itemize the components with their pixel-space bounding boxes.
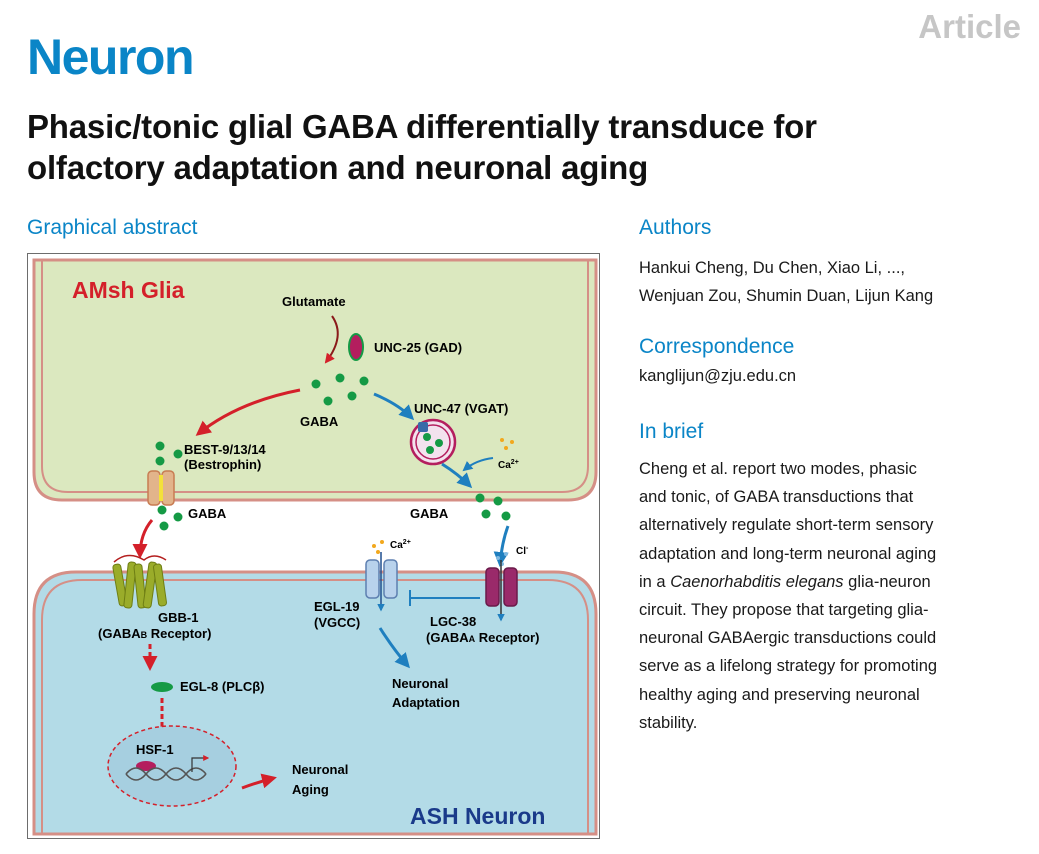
- glutamate-label: Glutamate: [282, 294, 346, 309]
- transcription-start-icon: [191, 755, 210, 772]
- authors-heading: Authors: [639, 216, 712, 239]
- in-brief-line: alternatively regulate short-term sensor…: [639, 516, 934, 535]
- calcium-influx-arrow: [462, 457, 494, 472]
- egl19-name: EGL-19: [314, 599, 360, 614]
- in-brief-line: stability.: [639, 713, 698, 732]
- calcium-symbol: Ca: [498, 460, 511, 471]
- title-line-2: olfactory adaptation and neuronal aging: [27, 149, 649, 186]
- chloride-label: Cl-: [516, 545, 529, 557]
- in-brief-text-segment: in a: [639, 572, 671, 591]
- chloride-symbol: Cl: [516, 546, 526, 557]
- lgc38-name: LGC-38: [430, 614, 476, 629]
- authors-line-1: Hankui Cheng, Du Chen, Xiao Li, ...,: [639, 259, 905, 277]
- gaba-molecules-right: [475, 493, 511, 521]
- authors-line-2: Wenjuan Zou, Shumin Duan, Lijun Kang: [639, 287, 934, 305]
- lgc38-subtitle-part: (GABA: [426, 630, 469, 645]
- bestrophin-channel-icon: [147, 470, 175, 506]
- authors-list: Hankui Cheng, Du Chen, Xiao Li, ..., Wen…: [639, 254, 1029, 310]
- calcium-label-top: Ca2+: [498, 459, 519, 471]
- glutamate-arrow: [324, 315, 339, 364]
- in-brief-heading: In brief: [639, 420, 704, 443]
- calcium-ions-top: [500, 438, 514, 450]
- lgc38-subtitle-sub: A: [469, 634, 476, 644]
- lgc38-subtitle: (GABAA Receptor): [426, 630, 539, 645]
- unc47-label: UNC-47 (VGAT): [414, 401, 508, 416]
- calcium-charge: 2+: [511, 459, 519, 466]
- lgc38-subtitle-part: Receptor): [475, 630, 539, 645]
- gbb1-name: GBB-1: [158, 610, 198, 625]
- in-brief-line: Cheng et al. report two modes, phasic: [639, 460, 917, 478]
- gad-enzyme-icon: [348, 333, 364, 361]
- correspondence-heading: Correspondence: [639, 335, 795, 358]
- synaptic-vesicle-icon: [409, 418, 457, 466]
- in-brief-text: Cheng et al. report two modes, phasic an…: [639, 455, 1029, 737]
- calcium-label-channel: Ca2+: [390, 539, 411, 551]
- aging-arrow: [241, 773, 277, 790]
- hsf1-label: HSF-1: [136, 742, 174, 757]
- egl19-channel-icon: [365, 552, 398, 612]
- phasic-release-arrow: [195, 388, 301, 436]
- aging-line-1: Neuronal: [292, 762, 348, 777]
- hsf1-icon: [136, 761, 156, 771]
- aging-line-2: Aging: [292, 782, 329, 797]
- egl8-icon: [151, 682, 173, 692]
- vesicle-release-arrow: [441, 462, 473, 489]
- vesicle-loading-arrow: [373, 392, 415, 421]
- glia-label: AMsh Glia: [72, 277, 185, 303]
- chloride-charge: -: [526, 545, 529, 552]
- gaba-label-right: GABA: [410, 506, 449, 521]
- bestrophin-name: BEST-9/13/14: [184, 442, 266, 457]
- in-brief-line: serve as a lifelong strategy for promoti…: [639, 657, 938, 676]
- gaba-to-lgc38-arrow: [493, 525, 510, 567]
- gaba-molecules-left: [155, 441, 183, 466]
- calcium-charge: 2+: [403, 539, 411, 546]
- nucleus: [107, 725, 237, 807]
- in-brief-line: and tonic, of GABA transductions that: [639, 488, 914, 507]
- journal-name: Neuron: [27, 29, 195, 85]
- adaptation-line-1: Neuronal: [392, 676, 448, 691]
- unc25-label: UNC-25 (GAD): [374, 340, 462, 355]
- gaba-label-center: GABA: [300, 414, 339, 429]
- article-type-label: Article: [918, 8, 1021, 45]
- in-brief-line: in a Caenorhabditis elegans glia-neuron: [639, 568, 1029, 596]
- neuron-label: ASH Neuron: [410, 803, 545, 829]
- bestrophin-subtitle: (Bestrophin): [184, 457, 261, 472]
- calcium-symbol: Ca: [390, 540, 403, 551]
- egl19-subtitle: (VGCC): [314, 615, 360, 630]
- gbb1-subtitle-sub: B: [141, 630, 148, 640]
- graphical-abstract-heading: Graphical abstract: [27, 216, 198, 239]
- gbb1-subtitle-part: Receptor): [147, 626, 211, 641]
- graphical-abstract-diagram: AMsh Glia ASH Neuron Glutamate UNC-25 (G…: [32, 258, 598, 836]
- in-brief-line: adaptation and long-term neuronal aging: [639, 544, 937, 563]
- egl8-label: EGL-8 (PLCβ): [180, 679, 265, 694]
- lgc38-channel-icon: [485, 560, 518, 622]
- paper-title: Phasic/tonic glial GABA differentially t…: [27, 106, 1017, 188]
- gbb1-subtitle-part: (GABA: [98, 626, 141, 641]
- gaba-to-gbb1-arrow: [132, 519, 154, 559]
- in-brief-line: neuronal GABAergic transductions could: [639, 629, 937, 648]
- gbb1-receptor-icon: [112, 554, 167, 609]
- gaba-molecules-extracellular-left: [157, 505, 183, 531]
- correspondence-email[interactable]: kanglijun@zju.edu.cn: [639, 367, 797, 385]
- graphical-abstract: AMsh Glia ASH Neuron Glutamate UNC-25 (G…: [27, 253, 600, 839]
- gbb1-subtitle: (GABAB Receptor): [98, 626, 211, 641]
- in-brief-text-segment: glia-neuron: [843, 572, 931, 591]
- gaba-label-left: GABA: [188, 506, 227, 521]
- in-brief-line: circuit. They propose that targeting gli…: [639, 601, 929, 620]
- adaptation-arrow: [378, 627, 410, 669]
- calcium-ions-channel: [372, 540, 384, 554]
- species-name: Caenorhabditis elegans: [670, 572, 844, 591]
- in-brief-line: healthy aging and preserving neuronal: [639, 685, 920, 704]
- gaba-molecules-center: [311, 373, 369, 406]
- title-line-1: Phasic/tonic glial GABA differentially t…: [27, 108, 817, 145]
- adaptation-line-2: Adaptation: [392, 695, 460, 710]
